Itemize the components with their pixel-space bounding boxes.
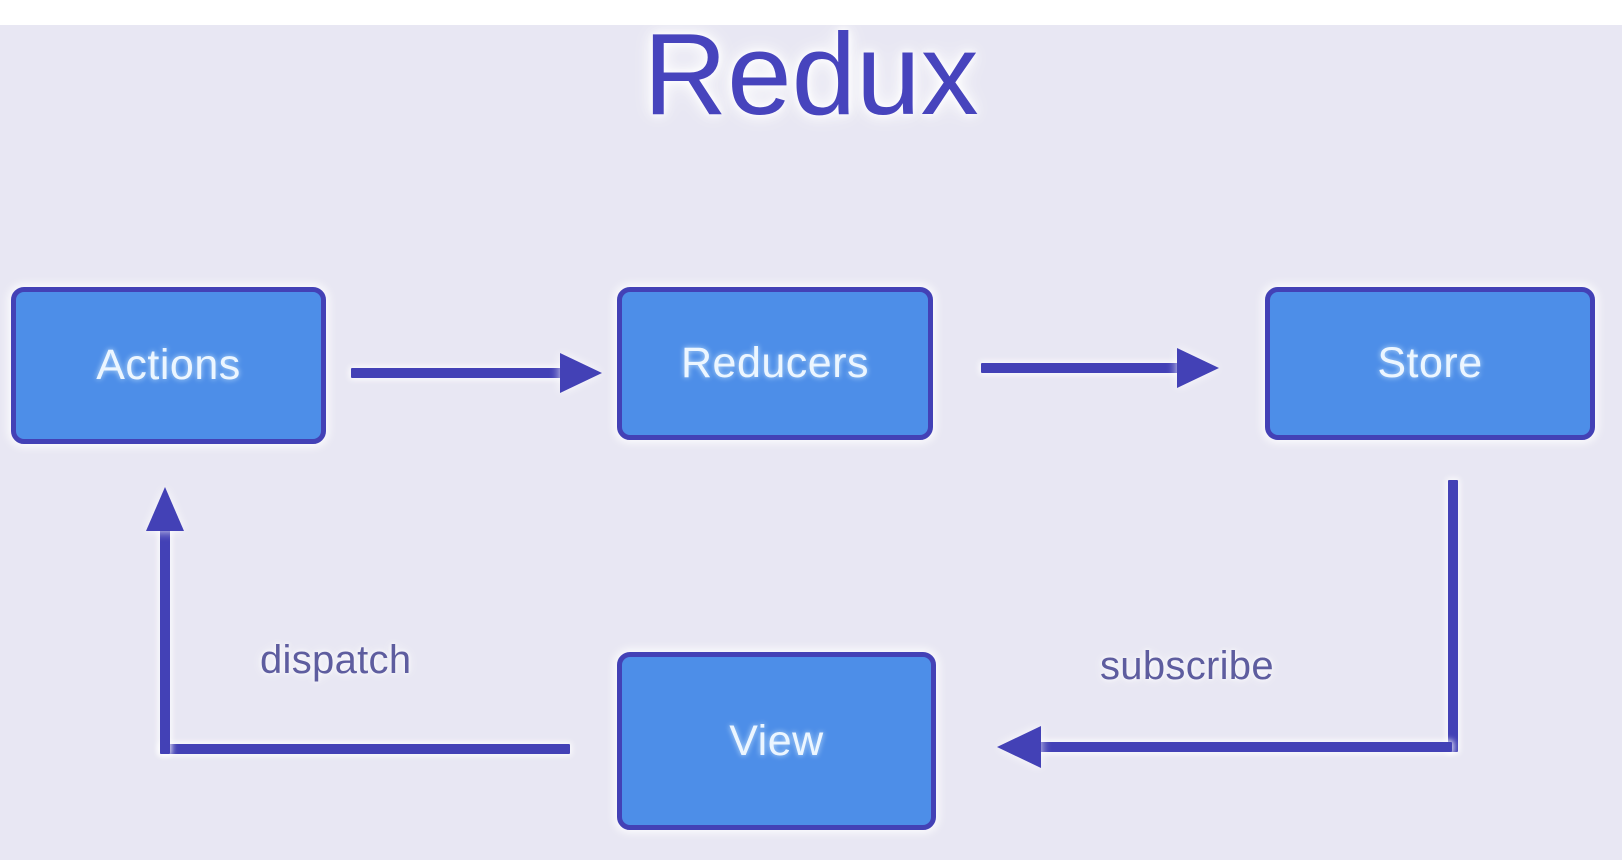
- node-reducers-label: Reducers: [680, 339, 870, 387]
- edge-label-subscribe: subscribe: [1100, 644, 1274, 688]
- node-store[interactable]: Store: [1265, 287, 1595, 440]
- page-title: Redux: [643, 9, 979, 139]
- edge-view-to-actions-horizontal: [160, 744, 570, 754]
- node-reducers[interactable]: Reducers: [617, 287, 933, 440]
- edge-label-dispatch: dispatch: [260, 638, 412, 682]
- arrow-right-icon-reducers-to-store: [1177, 348, 1219, 388]
- edge-view-to-actions-vertical: [160, 528, 170, 754]
- edge-store-to-view-vertical: [1448, 480, 1458, 752]
- node-store-label: Store: [1377, 339, 1483, 387]
- node-actions-label: Actions: [96, 341, 241, 389]
- node-actions[interactable]: Actions: [11, 287, 326, 444]
- arrow-up-icon-view-to-actions: [146, 487, 184, 531]
- arrow-left-icon-store-to-view: [997, 726, 1041, 768]
- arrow-right-icon-actions-to-reducers: [560, 353, 602, 393]
- edge-actions-to-reducers-line: [351, 368, 563, 378]
- edge-store-to-view-horizontal: [1040, 742, 1452, 752]
- node-view[interactable]: View: [617, 652, 936, 830]
- node-view-label: View: [729, 716, 824, 765]
- edge-reducers-to-store-line: [981, 363, 1179, 373]
